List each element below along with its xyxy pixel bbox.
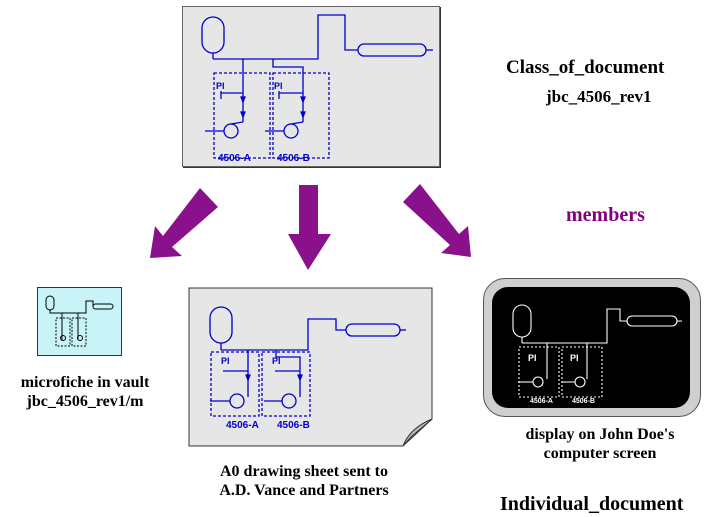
- individual-document-label: Individual_document: [500, 493, 684, 515]
- computer-screen: PI PI 4506-A 4506-B: [483, 278, 701, 417]
- arrow-to-microfiche: [150, 188, 218, 258]
- members-label: members: [566, 204, 645, 226]
- instrument-label: PI: [221, 356, 230, 366]
- equipment-tag-a: 4506-A: [530, 398, 553, 405]
- display-caption: display on John Doe's computer screen: [525, 426, 675, 463]
- instrument-label: PI: [272, 356, 281, 366]
- equipment-tag-b: 4506-B: [277, 420, 310, 431]
- piping-diagram: PI PI 4506-A 4506-B: [201, 14, 433, 164]
- instrument-label: PI: [274, 81, 283, 91]
- equipment-tag-b: 4506-B: [277, 153, 310, 164]
- equipment-tag-a: 4506-A: [226, 420, 259, 431]
- instrument-label: PI: [570, 353, 579, 363]
- sheet-caption: A0 drawing sheet sent to A.D. Vance and …: [219, 463, 389, 500]
- sheet-drawing: PI PI 4506-A 4506-B: [188, 287, 434, 448]
- class-of-document-label: Class_of_document: [506, 57, 665, 78]
- equipment-tag-b: 4506-B: [572, 398, 595, 405]
- class-drawing: PI PI 4506-A 4506-B: [182, 6, 440, 167]
- equipment-tag-a: 4506-A: [218, 153, 251, 164]
- screen-display: PI PI 4506-A 4506-B: [492, 287, 690, 408]
- microfiche-caption: microfiche in vault jbc_4506_rev1/m: [20, 374, 150, 411]
- instrument-label: PI: [216, 81, 225, 91]
- a0-sheet-image: PI PI 4506-A 4506-B: [188, 287, 433, 447]
- microfiche-drawing: [37, 287, 122, 356]
- microfiche-image: [45, 295, 114, 347]
- screen-drawing: PI PI 4506-A 4506-B: [512, 304, 682, 405]
- arrow-to-display: [403, 184, 471, 257]
- class-id-label: jbc_4506_rev1: [546, 87, 652, 106]
- instrument-label: PI: [528, 353, 537, 363]
- arrow-to-sheet: [288, 185, 331, 270]
